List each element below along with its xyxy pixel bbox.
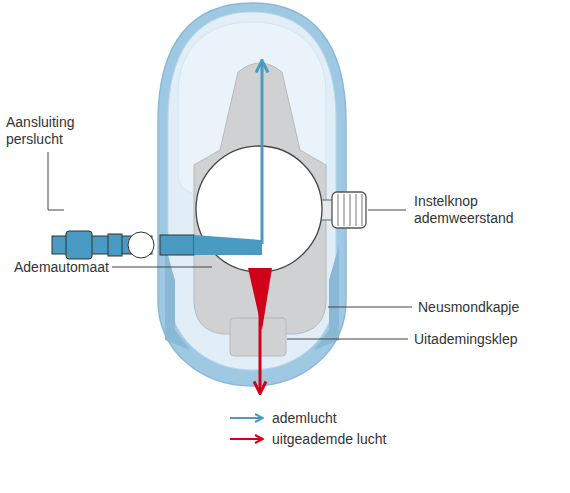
air-flow-arrow [261, 62, 264, 244]
air-flow-arrow [194, 235, 262, 255]
hose-fitting [66, 231, 92, 259]
legend-sample [230, 438, 262, 440]
exhaled-flow-arrow [259, 300, 262, 392]
exhalation-valve [230, 318, 286, 356]
mask-frame [158, 3, 346, 386]
visor [168, 12, 336, 370]
legend-text: ademlucht [272, 410, 337, 427]
part-label: Aansluiting perslucht [6, 114, 106, 148]
part-label: Instelknop ademweerstand [414, 193, 534, 227]
nose-mouth-cup [194, 63, 326, 334]
legend-text: uitgeademde lucht [272, 431, 386, 448]
legend-sample [230, 417, 262, 419]
part-label: Ademautomaat [14, 259, 124, 276]
leader-line [48, 152, 412, 339]
hose-fitting [160, 235, 194, 255]
part-label: Uitademingsklep [414, 331, 564, 348]
mask-seal [165, 245, 190, 350]
hose-fitting [108, 234, 122, 256]
adjusting-knob [332, 192, 366, 228]
part-label: Neusmondkapje [418, 299, 558, 316]
hose-fitting [128, 232, 154, 258]
